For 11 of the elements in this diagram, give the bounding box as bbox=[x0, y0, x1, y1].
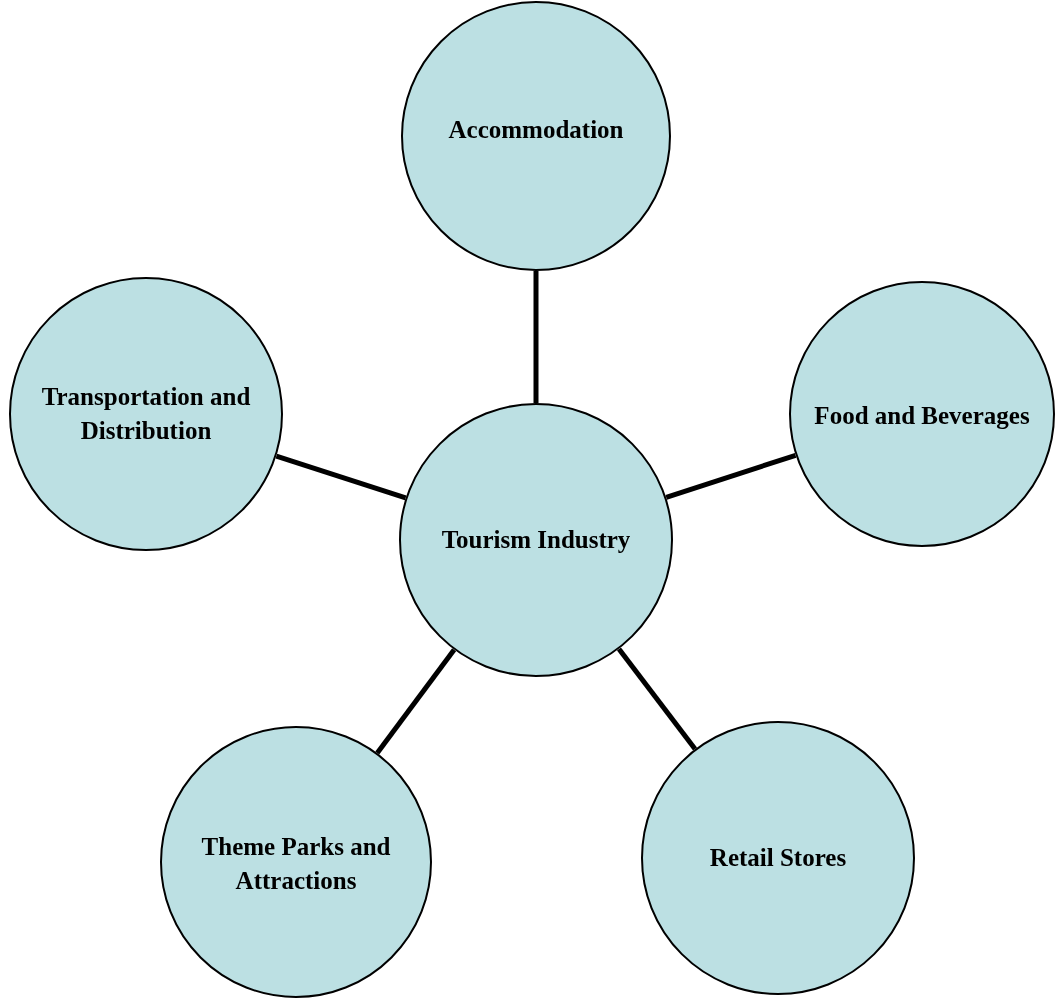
connector-line bbox=[275, 453, 407, 501]
connector-line bbox=[665, 452, 797, 500]
connector-line bbox=[533, 271, 539, 403]
circle-label: Theme Parks and Attractions bbox=[200, 832, 392, 896]
circle-label: Retail Stores bbox=[709, 843, 847, 873]
circle-label: Transportation and Distribution bbox=[40, 382, 252, 446]
connector-line bbox=[617, 647, 697, 751]
circle-label: Accommodation bbox=[448, 115, 624, 145]
circle-label: Tourism Industry bbox=[441, 525, 631, 555]
connector-line bbox=[375, 648, 457, 755]
circle-label: Food and Beverages bbox=[814, 401, 1030, 431]
